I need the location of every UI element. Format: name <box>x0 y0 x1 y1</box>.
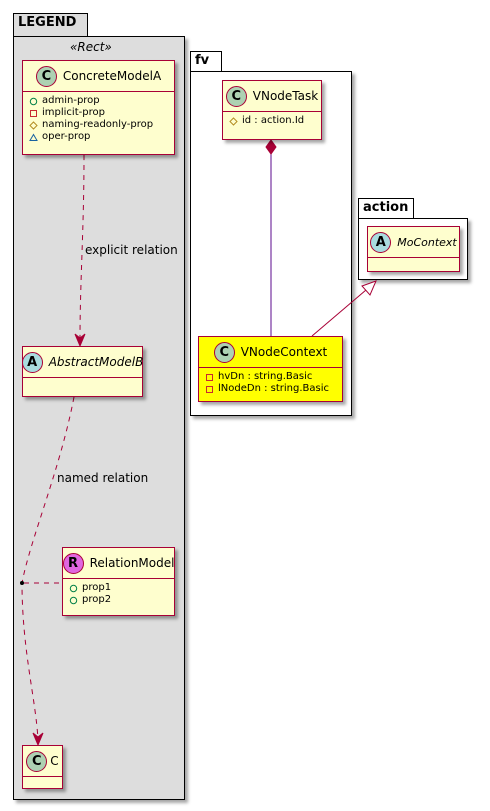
attribute-row: hvDn : string.Basic <box>205 371 336 383</box>
public-visibility-icon <box>29 97 38 106</box>
attribute-row: lNodeDn : string.Basic <box>205 383 336 395</box>
named-relation-arrowhead <box>32 732 44 747</box>
attribute-text: oper-prop <box>42 131 91 142</box>
explicit-relation-arrowhead <box>74 333 86 348</box>
abstract-badge-icon: A <box>370 231 392 253</box>
vnode-task-class[interactable]: C VNodeTask id : action.Id <box>222 80 322 140</box>
class-badge-icon: C <box>35 65 57 87</box>
attribute-row: prop1 <box>69 582 168 594</box>
attributes-divider <box>23 91 174 92</box>
mo-context-class[interactable]: A MoContext <box>367 226 460 272</box>
legend-stereotype: «Rect» <box>70 40 112 54</box>
relation-model-header: R RelationModel <box>62 548 175 578</box>
protected-visibility-icon <box>29 120 38 130</box>
mo-context-header: A MoContext <box>368 227 459 257</box>
fv-package-title: fv <box>195 53 210 68</box>
class-c-name: C <box>50 754 59 768</box>
explicit-relation-line <box>79 154 85 341</box>
class-c-header: C C <box>23 746 62 776</box>
inheritance-triangle-icon <box>361 280 377 296</box>
concrete-model-a-name: ConcreteModelA <box>62 69 162 83</box>
vnode-context-name: VNodeContext <box>240 345 328 359</box>
vnode-task-name: VNodeTask <box>252 89 319 103</box>
vnode-context-class[interactable]: C VNodeContext hvDn : string.Basic lNode… <box>198 336 343 402</box>
abstract-badge-icon: A <box>21 351 43 373</box>
attribute-text: prop1 <box>82 582 112 593</box>
attribute-row: naming-readonly-prop <box>29 119 168 131</box>
named-relation-label: named relation <box>57 471 149 485</box>
attribute-text: id : action.Id <box>242 115 305 126</box>
private-visibility-icon <box>205 373 214 382</box>
legend-package-tab: LEGEND <box>13 13 88 37</box>
vnode-context-header: C VNodeContext <box>199 337 342 367</box>
attributes-divider <box>23 776 62 777</box>
action-package-tab: action <box>358 198 414 219</box>
attribute-text: hvDn : string.Basic <box>218 371 313 382</box>
mo-context-name: MoContext <box>397 235 457 249</box>
concrete-model-a-header: C ConcreteModelA <box>23 61 174 91</box>
attributes-divider <box>199 367 342 368</box>
class-badge-icon: C <box>213 341 235 363</box>
class-badge-icon: C <box>225 85 247 107</box>
attribute-text: naming-readonly-prop <box>42 119 154 130</box>
protected-visibility-icon <box>229 116 238 126</box>
attributes-divider <box>223 111 321 112</box>
relation-junction-dot <box>20 581 24 585</box>
vnode-task-attributes: id : action.Id <box>223 112 321 131</box>
composition-diamond-icon <box>265 139 277 155</box>
abstract-model-b-name: AbstractModelB <box>48 355 144 369</box>
vnode-context-attributes: hvDn : string.Basic lNodeDn : string.Bas… <box>199 368 342 399</box>
public-visibility-icon <box>69 596 78 605</box>
attribute-row: implicit-prop <box>29 107 168 119</box>
attributes-divider <box>63 578 174 579</box>
attribute-row: admin-prop <box>29 95 168 107</box>
package-visibility-icon <box>29 133 38 142</box>
vnode-task-header: C VNodeTask <box>223 81 321 111</box>
action-package-title: action <box>363 200 409 215</box>
attribute-row: prop2 <box>69 594 168 606</box>
legend-package-title: LEGEND <box>18 15 77 30</box>
concrete-model-a-class[interactable]: C ConcreteModelA admin-prop implicit-pro… <box>22 60 175 155</box>
attributes-divider <box>23 377 142 378</box>
public-visibility-icon <box>69 584 78 593</box>
private-visibility-icon <box>205 385 214 394</box>
relation-model-class[interactable]: R RelationModel prop1 prop2 <box>62 547 175 616</box>
attribute-row: id : action.Id <box>229 115 315 127</box>
attribute-row: oper-prop <box>29 131 168 143</box>
attribute-text: implicit-prop <box>42 107 105 118</box>
class-badge-icon: C <box>26 750 48 772</box>
attribute-text: prop2 <box>82 594 112 605</box>
explicit-relation-label: explicit relation <box>85 243 178 257</box>
private-visibility-icon <box>29 109 38 118</box>
concrete-model-a-attributes: admin-prop implicit-prop naming-readonly… <box>23 92 174 147</box>
relation-badge-icon: R <box>62 552 84 574</box>
relation-model-attributes: prop1 prop2 <box>63 579 174 610</box>
class-c[interactable]: C C <box>22 745 63 789</box>
abstract-model-b-header: A AbstractModelB <box>21 347 144 377</box>
fv-package-tab: fv <box>190 51 222 72</box>
relation-model-name: RelationModel <box>89 556 175 570</box>
inheritance-line <box>311 289 367 337</box>
attribute-text: admin-prop <box>42 95 100 106</box>
attribute-text: lNodeDn : string.Basic <box>218 383 330 394</box>
attributes-divider <box>368 257 459 258</box>
legend-package <box>13 36 185 800</box>
abstract-model-b-class[interactable]: A AbstractModelB <box>21 346 144 397</box>
